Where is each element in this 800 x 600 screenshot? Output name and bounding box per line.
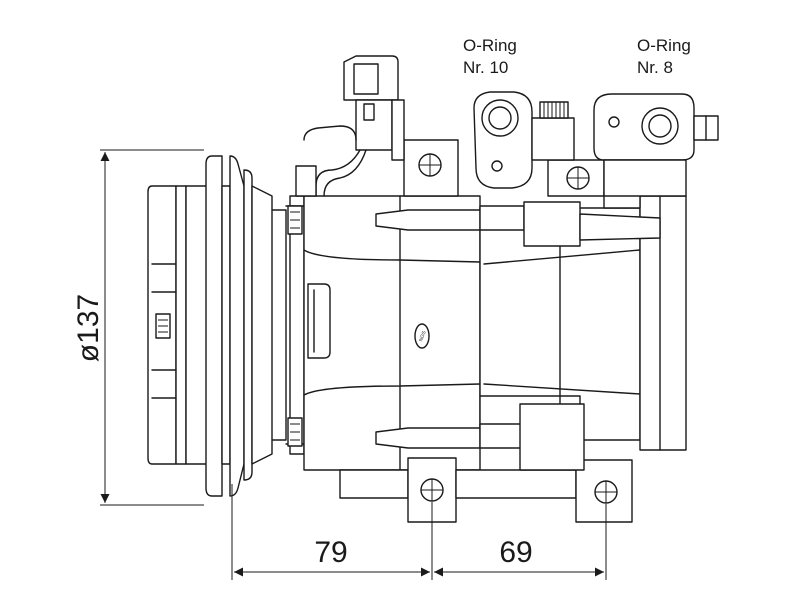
diameter-dimension: ø137	[72, 149, 204, 506]
diameter-label: ø137	[72, 294, 105, 362]
oring-label-nr8: O-Ring Nr. 8	[637, 36, 691, 77]
oring-label-nr10: O-Ring Nr. 10	[463, 36, 517, 77]
width-dimensions: 79 69	[231, 484, 607, 580]
compressor-body: NGS	[285, 55, 719, 523]
width-69-label: 69	[499, 536, 532, 569]
pulley-clutch	[147, 155, 287, 497]
oring-left-line1: O-Ring	[463, 36, 517, 55]
oring-right-line1: O-Ring	[637, 36, 691, 55]
width-79-label: 79	[314, 536, 347, 569]
body-mark: NGS	[418, 330, 428, 343]
oring-left-line2: Nr. 10	[463, 58, 508, 77]
oring-right-line2: Nr. 8	[637, 58, 673, 77]
